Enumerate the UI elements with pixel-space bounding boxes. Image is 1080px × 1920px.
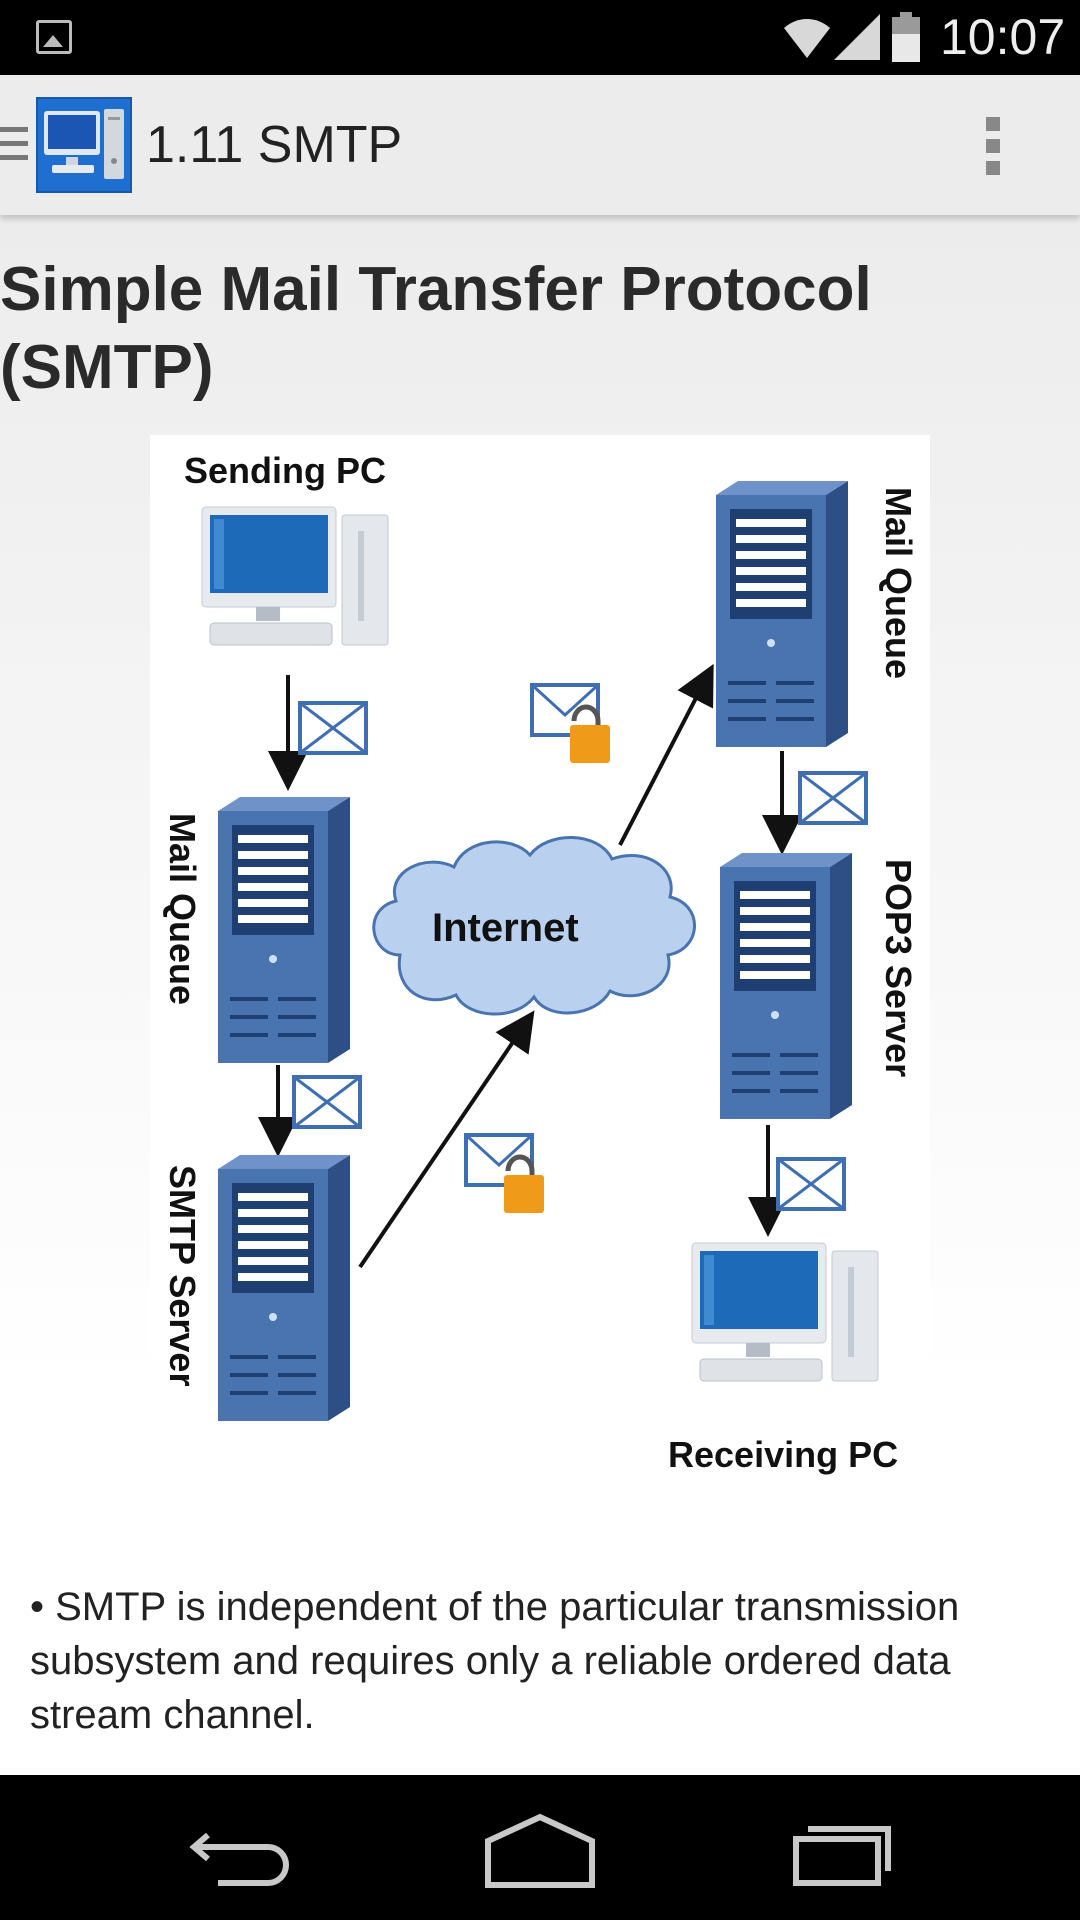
envelope-icon	[798, 771, 868, 825]
right-mail-queue-server-icon	[716, 481, 848, 747]
app-title: 1.11 SMTP	[146, 116, 403, 174]
pop3-server-icon	[720, 853, 852, 1119]
signal-icon	[834, 14, 880, 60]
envelope-icon	[776, 1157, 846, 1211]
overflow-menu-icon[interactable]	[986, 117, 1000, 177]
right-mail-queue-label: Mail Queue	[878, 487, 919, 679]
pop3-server-label: POP3 Server	[878, 859, 919, 1077]
wifi-icon	[784, 19, 830, 58]
smtp-diagram: Sending PC Mail Queue SMTP Server Intern…	[150, 435, 930, 1507]
internet-cloud	[372, 836, 696, 1016]
envelope-icon	[298, 701, 368, 755]
clock: 10:07	[940, 9, 1066, 65]
home-icon[interactable]	[470, 1805, 610, 1895]
receiving-pc-icon	[691, 1242, 879, 1382]
image-notification-icon	[36, 20, 72, 54]
sending-pc-icon	[201, 506, 389, 646]
back-icon[interactable]	[170, 1805, 310, 1895]
internet-label: Internet	[432, 906, 579, 950]
recents-icon[interactable]	[770, 1805, 910, 1895]
app-logo-icon[interactable]	[36, 97, 132, 193]
locked-envelope-icon	[532, 685, 610, 763]
smtp-server-label: SMTP Server	[162, 1165, 203, 1386]
envelope-icon	[292, 1075, 362, 1129]
bullet-text: • SMTP is independent of the particular …	[30, 1585, 960, 1737]
app-bar: 1.11 SMTP	[0, 75, 1080, 215]
smtp-server-icon	[218, 1155, 350, 1421]
status-bar: 10:07	[0, 0, 1080, 75]
battery-icon	[892, 12, 920, 62]
content-area[interactable]: Simple Mail Transfer Protocol (SMTP)	[0, 215, 1080, 1775]
left-mail-queue-server-icon	[218, 797, 350, 1063]
page-heading: Simple Mail Transfer Protocol (SMTP)	[0, 255, 872, 402]
sending-pc-label: Sending PC	[184, 450, 386, 491]
drawer-icon[interactable]	[0, 127, 28, 163]
left-mail-queue-label: Mail Queue	[162, 813, 203, 1005]
receiving-pc-label: Receiving PC	[668, 1434, 898, 1475]
navigation-bar	[0, 1775, 1080, 1920]
locked-envelope-icon	[466, 1135, 544, 1213]
